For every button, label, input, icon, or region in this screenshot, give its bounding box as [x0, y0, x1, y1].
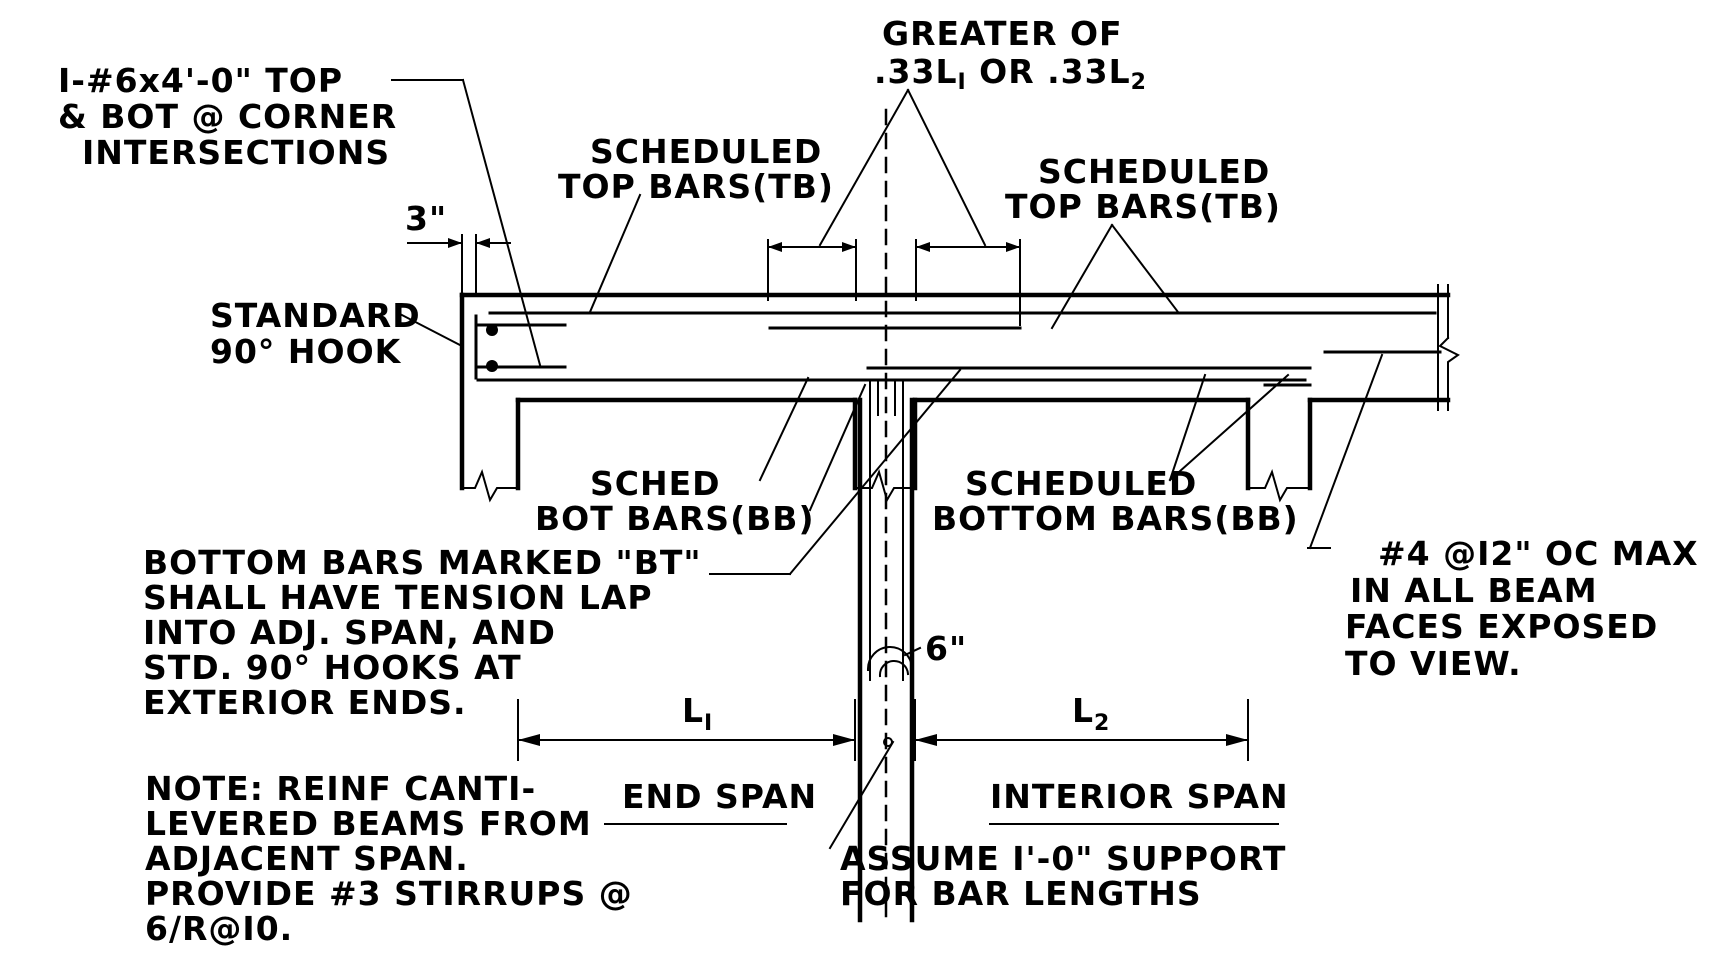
face-bars-label-4: TO VIEW.: [1345, 644, 1522, 683]
assume-support-line-1: ASSUME I'-0" SUPPORT: [840, 839, 1286, 878]
span-L2-label: L2: [1072, 691, 1110, 736]
corner-bars-label-3: INTERSECTIONS: [82, 133, 390, 172]
cantilever-note-line-2: LEVERED BEAMS FROM: [145, 804, 592, 843]
dimension-lines: [407, 234, 1249, 761]
cantilever-note-line-1: NOTE: REINF CANTI-: [145, 769, 536, 808]
greater-of-label-2: .33LI OR .33L2: [874, 52, 1147, 95]
interior-span-label: INTERIOR SPAN: [990, 777, 1289, 816]
scheduled-top-bars-left-1: SCHEDULED: [590, 132, 822, 171]
bt-note-line-5: EXTERIOR ENDS.: [143, 683, 467, 722]
scheduled-top-bars-left-2: TOP BARS(TB): [558, 167, 834, 206]
annotation-text: I-#6x4'-0" TOP & BOT @ CORNER INTERSECTI…: [58, 14, 1699, 948]
corner-bars-label-2: & BOT @ CORNER: [58, 97, 397, 136]
span-L1-label: LI: [682, 691, 713, 736]
sched-bot-bars-label-1: SCHED: [590, 464, 721, 503]
greater-of-label-1: GREATER OF: [882, 14, 1123, 53]
reinforcement-bars: [474, 311, 1442, 416]
assume-support-line-2: FOR BAR LENGTHS: [840, 874, 1202, 913]
corner-bars-label-1: I-#6x4'-0" TOP: [58, 61, 343, 100]
face-bars-label-1: #4 @I2" OC MAX: [1378, 534, 1699, 573]
dim-6in-label: 6": [925, 629, 967, 668]
standard-hook-label-1: STANDARD: [210, 296, 421, 335]
sched-bot-bars-label-2: BOT BARS(BB): [535, 499, 815, 538]
scheduled-top-bars-right-2: TOP BARS(TB): [1005, 187, 1281, 226]
end-span-label: END SPAN: [622, 777, 817, 816]
cantilever-note-line-3: ADJACENT SPAN.: [145, 839, 469, 878]
bt-note-line-4: STD. 90° HOOKS AT: [143, 648, 522, 687]
dim-3in-label: 3": [405, 199, 447, 238]
bt-note-line-2: SHALL HAVE TENSION LAP: [143, 578, 653, 617]
leader-lines: [391, 78, 1384, 850]
scheduled-bottom-bars-label-2: BOTTOM BARS(BB): [932, 499, 1299, 538]
scheduled-top-bars-right-1: SCHEDULED: [1038, 152, 1270, 191]
cantilever-note-line-5: 6/R@I0.: [145, 909, 293, 948]
column: [857, 108, 922, 923]
scheduled-bottom-bars-label-1: SCHEDULED: [965, 464, 1197, 503]
cantilever-note-line-4: PROVIDE #3 STIRRUPS @: [145, 874, 633, 913]
standard-hook-label-2: 90° HOOK: [210, 332, 402, 371]
bt-note-line-1: BOTTOM BARS MARKED "BT": [143, 543, 702, 582]
face-bars-label-2: IN ALL BEAM: [1350, 571, 1598, 610]
face-bars-label-3: FACES EXPOSED: [1345, 607, 1658, 646]
bt-note-line-3: INTO ADJ. SPAN, AND: [143, 613, 556, 652]
